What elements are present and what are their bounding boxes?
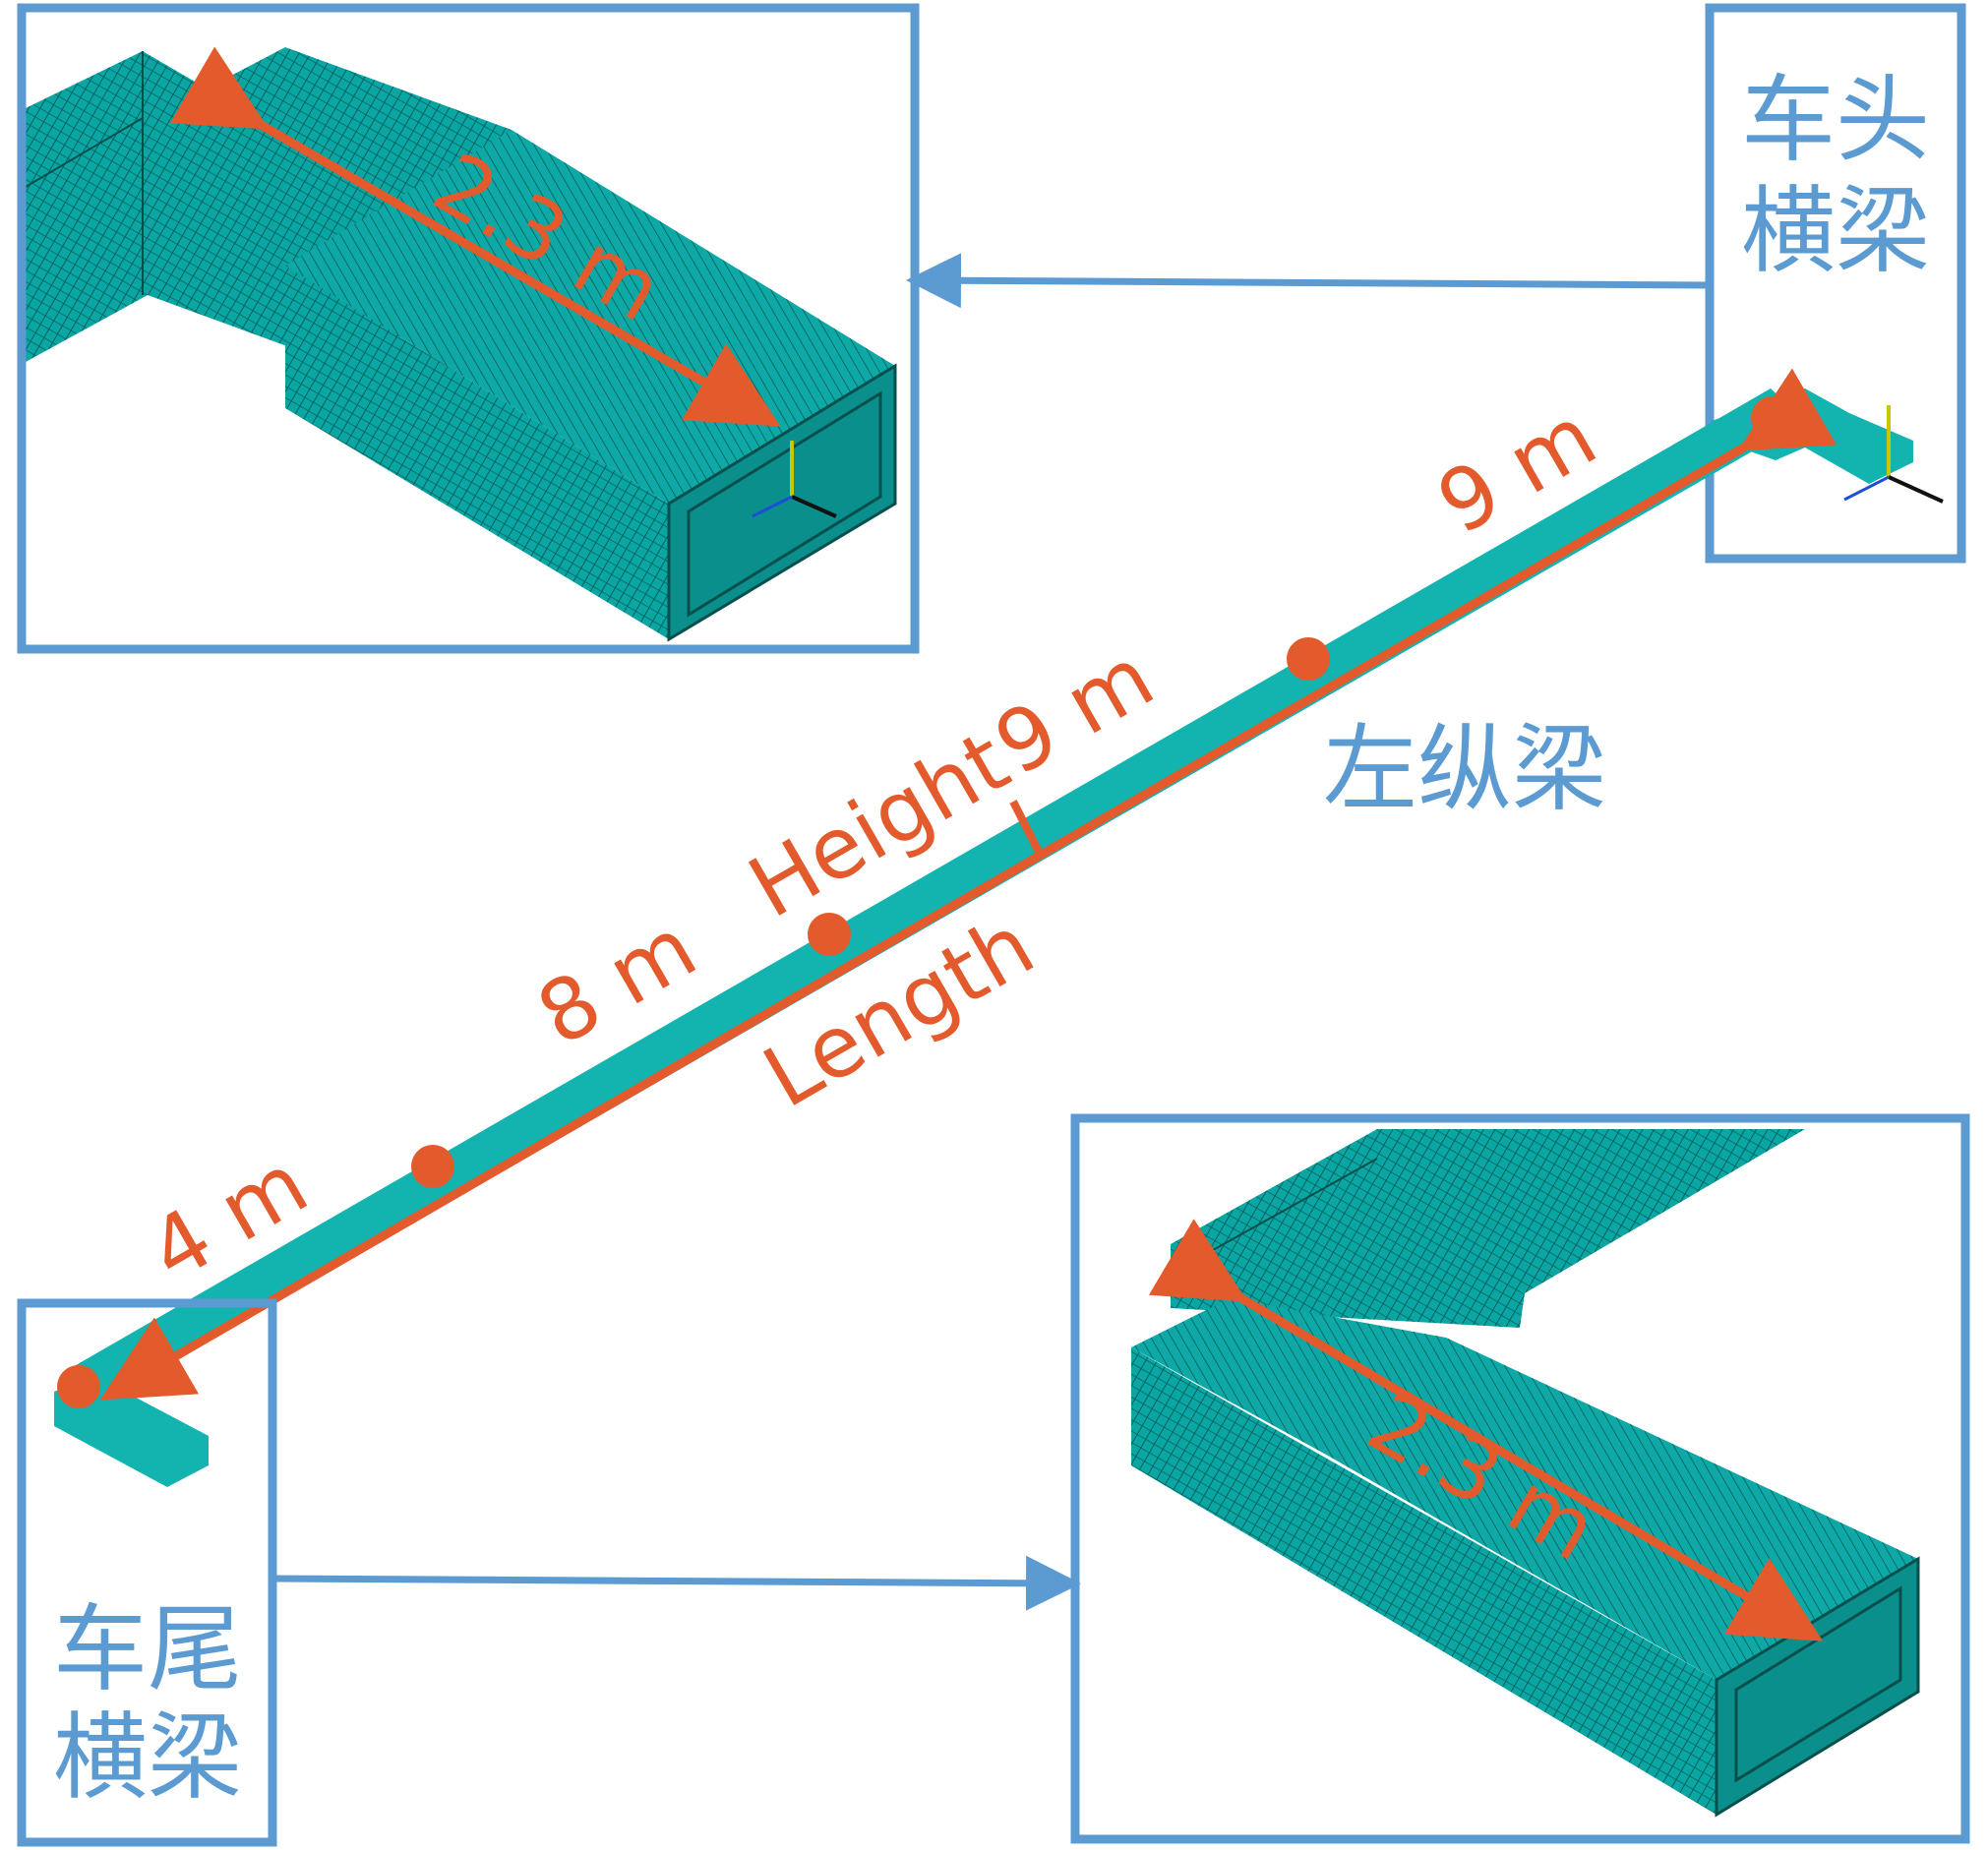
- top-inset-dim-arrow: [169, 46, 781, 427]
- sensor-point-5: [1751, 396, 1794, 440]
- height-tick: [1009, 800, 1045, 858]
- sensor-point-1: [57, 1365, 100, 1408]
- sensor-point-3: [808, 913, 851, 956]
- front-beam-label-line1: 车头: [1741, 65, 1930, 175]
- left-longitudinal-beam: 4 m 8 m Height 9 m 9 m Length 左纵梁: [54, 368, 1837, 1487]
- front-beam-box: 车头 横梁: [1705, 3, 1966, 564]
- rear-beam-frame: [17, 1298, 277, 1847]
- front-beam-label-line2: 横梁: [1741, 176, 1930, 286]
- rear-beam-connector: [271, 1555, 1081, 1611]
- left-beam-label: 左纵梁: [1323, 714, 1606, 824]
- bottom-inset-frame: [1070, 1113, 1970, 1844]
- length-arrow: [99, 368, 1837, 1401]
- rear-beam-box: 车尾 横梁: [17, 1298, 277, 1847]
- top-inset-mesh: [25, 47, 897, 642]
- axis-triad-icon: [1843, 405, 1944, 504]
- bottom-inset: 2.3 m: [1070, 1113, 1970, 1844]
- front-beam-connector: [906, 253, 1711, 309]
- rear-beam-label-line1: 车尾: [53, 1594, 242, 1704]
- sensor-point-2: [411, 1145, 454, 1188]
- bottom-inset-dim-arrow: [1148, 1219, 1824, 1641]
- rear-beam-label-line2: 横梁: [53, 1702, 242, 1813]
- sensor-point-4: [1287, 637, 1330, 681]
- top-inset: 2.3 m: [17, 3, 920, 654]
